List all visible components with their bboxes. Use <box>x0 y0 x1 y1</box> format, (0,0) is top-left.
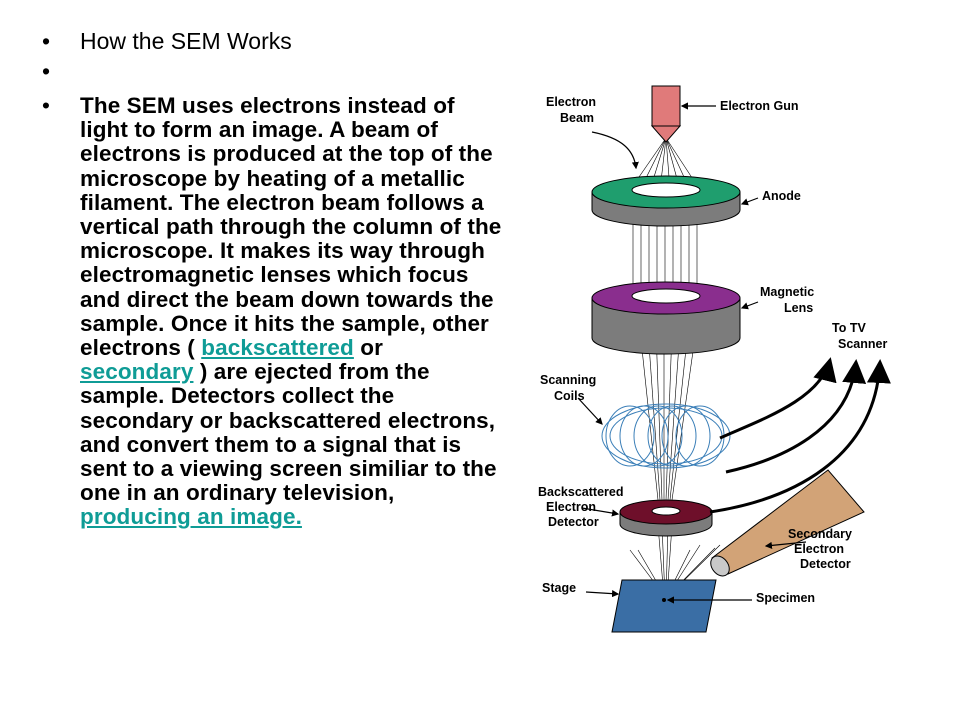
empty-bullet <box>42 56 502 86</box>
paragraph-text-1: The SEM uses electrons instead of light … <box>80 93 502 361</box>
label-electron-beam-1: Electron <box>546 95 596 109</box>
label-specimen: Specimen <box>756 591 815 605</box>
label-scanning-1: Scanning <box>540 373 596 387</box>
pointer-arrows <box>577 102 807 604</box>
anode-ring <box>591 175 741 227</box>
label-totv-1: To TV <box>832 321 866 335</box>
electron-gun <box>650 85 682 143</box>
secondary-link[interactable]: secondary <box>80 359 194 385</box>
description-paragraph: The SEM uses electrons instead of light … <box>42 93 502 530</box>
sem-diagram: Electron Beam Electron Gun Anode Magneti… <box>538 85 891 633</box>
label-sed-1: Secondary <box>788 527 852 541</box>
label-stage: Stage <box>542 581 576 595</box>
label-magnetic-1: Magnetic <box>760 285 814 299</box>
backscattered-detector <box>619 499 713 537</box>
label-magnetic-2: Lens <box>784 301 813 315</box>
paragraph-text-2: or <box>353 335 383 361</box>
label-sed-2: Electron <box>794 542 844 556</box>
label-bsd-2: Electron <box>546 500 596 514</box>
paragraph-text-3: ) are ejected from the sample. Detectors… <box>80 359 497 506</box>
label-electron-gun: Electron Gun <box>720 99 798 113</box>
label-totv-2: Scanner <box>838 337 887 351</box>
label-scanning-2: Coils <box>554 389 585 403</box>
label-bsd-1: Backscattered <box>538 485 623 499</box>
to-tv-arrows <box>709 357 891 514</box>
magnetic-lens <box>591 281 741 355</box>
label-bsd-3: Detector <box>548 515 599 529</box>
secondary-detector <box>710 469 865 577</box>
label-electron-beam-2: Beam <box>560 111 594 125</box>
bullet-list: How the SEM Works The SEM uses electrons… <box>42 26 502 530</box>
scanning-coils <box>601 403 731 469</box>
backscattered-link[interactable]: backscattered <box>201 335 354 361</box>
slide-title: How the SEM Works <box>42 26 502 56</box>
producing-image-link[interactable]: producing an image. <box>80 504 302 530</box>
stage <box>611 579 717 633</box>
label-sed-3: Detector <box>800 557 851 571</box>
label-anode: Anode <box>762 189 801 203</box>
